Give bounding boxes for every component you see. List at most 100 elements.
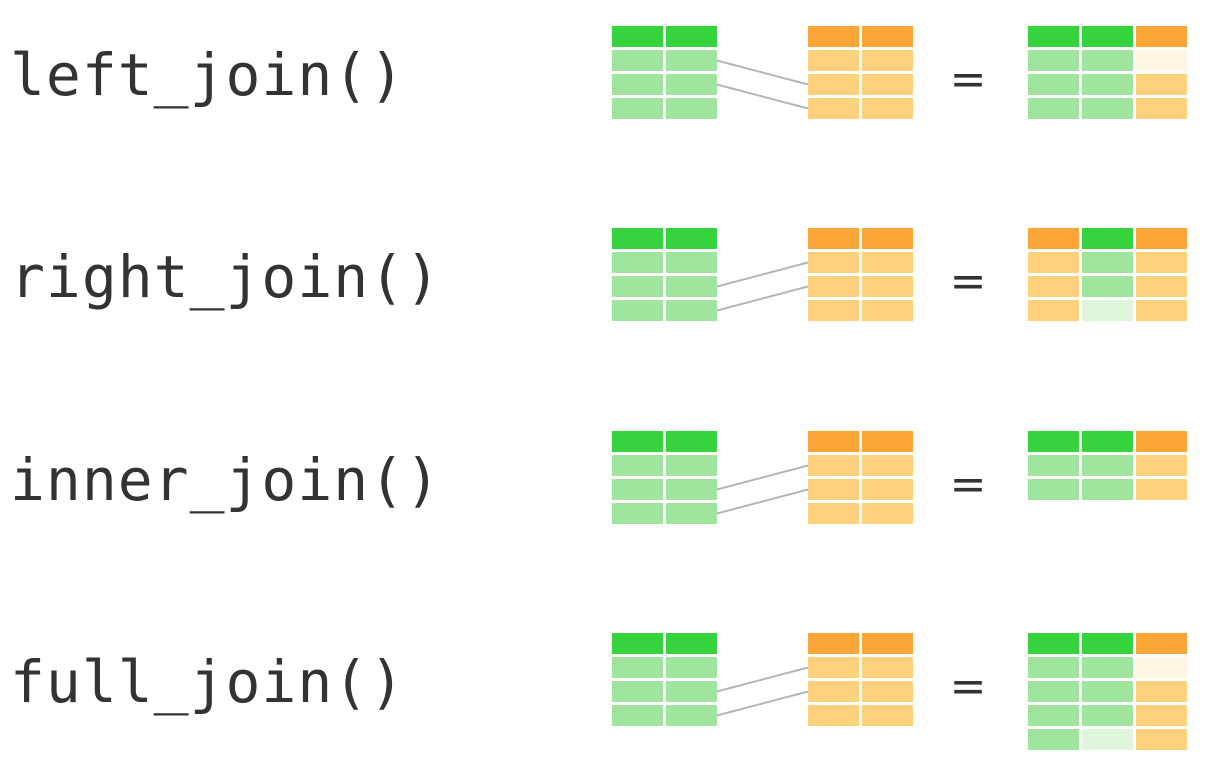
- table-header-cell: [862, 228, 913, 249]
- table-cell: [862, 681, 913, 702]
- table-header-cell: [1082, 431, 1133, 452]
- table-cell: [1082, 50, 1133, 71]
- equals-sign: =: [949, 459, 987, 510]
- table-cell: [612, 455, 663, 476]
- result-table: [1028, 431, 1187, 500]
- table-cell: [1082, 681, 1133, 702]
- table-cell: [612, 50, 663, 71]
- table-cell: [862, 705, 913, 726]
- x-table: [612, 431, 717, 524]
- table-cell: [1082, 74, 1133, 95]
- table-cell: [1028, 681, 1079, 702]
- table-cell: [666, 300, 717, 321]
- y-table: [808, 431, 913, 524]
- table-cell: [808, 74, 859, 95]
- table-cell: [1082, 479, 1133, 500]
- table-header-cell: [666, 431, 717, 452]
- table-cell: [1136, 479, 1187, 500]
- y-table: [808, 228, 913, 321]
- table-cell: [1136, 681, 1187, 702]
- join-function-label: right_join(): [10, 243, 442, 311]
- table-cell: [1082, 705, 1133, 726]
- table-cell: [612, 479, 663, 500]
- table-cell: [808, 300, 859, 321]
- table-header-cell: [808, 26, 859, 47]
- table-cell: [1028, 300, 1079, 321]
- table-header-cell: [862, 431, 913, 452]
- table-header-cell: [1136, 228, 1187, 249]
- table-cell: [612, 657, 663, 678]
- table-cell: [1082, 657, 1133, 678]
- table-header-cell: [1028, 431, 1079, 452]
- y-table: [808, 26, 913, 119]
- table-cell: [1028, 455, 1079, 476]
- table-header-cell: [1082, 26, 1133, 47]
- table-header-cell: [666, 26, 717, 47]
- table-cell: [1028, 50, 1079, 71]
- table-cell: [1136, 252, 1187, 273]
- table-cell: [1082, 276, 1133, 297]
- table-header-cell: [862, 26, 913, 47]
- table-header-cell: [1028, 228, 1079, 249]
- table-cell: [862, 252, 913, 273]
- table-header-cell: [1082, 228, 1133, 249]
- table-cell: [1082, 252, 1133, 273]
- x-table: [612, 633, 717, 726]
- table-cell: [666, 503, 717, 524]
- table-cell: [1082, 98, 1133, 119]
- result-table: [1028, 228, 1187, 321]
- table-header-cell: [612, 26, 663, 47]
- equals-sign: =: [949, 661, 987, 712]
- table-cell: [1028, 98, 1079, 119]
- table-cell: [666, 276, 717, 297]
- table-cell: [666, 252, 717, 273]
- table-cell: [666, 74, 717, 95]
- table-header-cell: [666, 633, 717, 654]
- table-cell: [1028, 657, 1079, 678]
- table-header-cell: [808, 633, 859, 654]
- equals-sign: =: [949, 256, 987, 307]
- table-header-cell: [612, 228, 663, 249]
- result-table: [1028, 26, 1187, 119]
- table-cell: [808, 681, 859, 702]
- table-cell: [1082, 300, 1133, 321]
- table-cell: [666, 50, 717, 71]
- table-cell: [1136, 98, 1187, 119]
- table-cell: [808, 705, 859, 726]
- table-cell: [1082, 729, 1133, 750]
- join-row: inner_join(): [0, 415, 1213, 545]
- table-cell: [666, 455, 717, 476]
- table-cell: [1136, 74, 1187, 95]
- join-row: full_join(): [0, 617, 1213, 747]
- table-cell: [666, 479, 717, 500]
- table-cell: [862, 300, 913, 321]
- table-cell: [1028, 252, 1079, 273]
- table-cell: [1028, 729, 1079, 750]
- equals-sign: =: [949, 54, 987, 105]
- table-cell: [808, 276, 859, 297]
- table-header-cell: [1136, 26, 1187, 47]
- x-table: [612, 26, 717, 119]
- table-cell: [666, 657, 717, 678]
- y-table: [808, 633, 913, 726]
- table-cell: [862, 503, 913, 524]
- table-cell: [612, 252, 663, 273]
- join-function-label: full_join(): [10, 648, 406, 716]
- table-header-cell: [862, 633, 913, 654]
- table-cell: [666, 681, 717, 702]
- table-header-cell: [1028, 26, 1079, 47]
- table-cell: [808, 657, 859, 678]
- join-row: left_join(): [0, 10, 1213, 140]
- table-header-cell: [1028, 633, 1079, 654]
- table-cell: [862, 98, 913, 119]
- table-cell: [666, 98, 717, 119]
- table-header-cell: [612, 431, 663, 452]
- table-cell: [862, 74, 913, 95]
- table-cell: [862, 479, 913, 500]
- table-header-cell: [1082, 633, 1133, 654]
- table-cell: [612, 74, 663, 95]
- table-cell: [1136, 729, 1187, 750]
- table-cell: [1028, 479, 1079, 500]
- table-cell: [1028, 74, 1079, 95]
- table-header-cell: [612, 633, 663, 654]
